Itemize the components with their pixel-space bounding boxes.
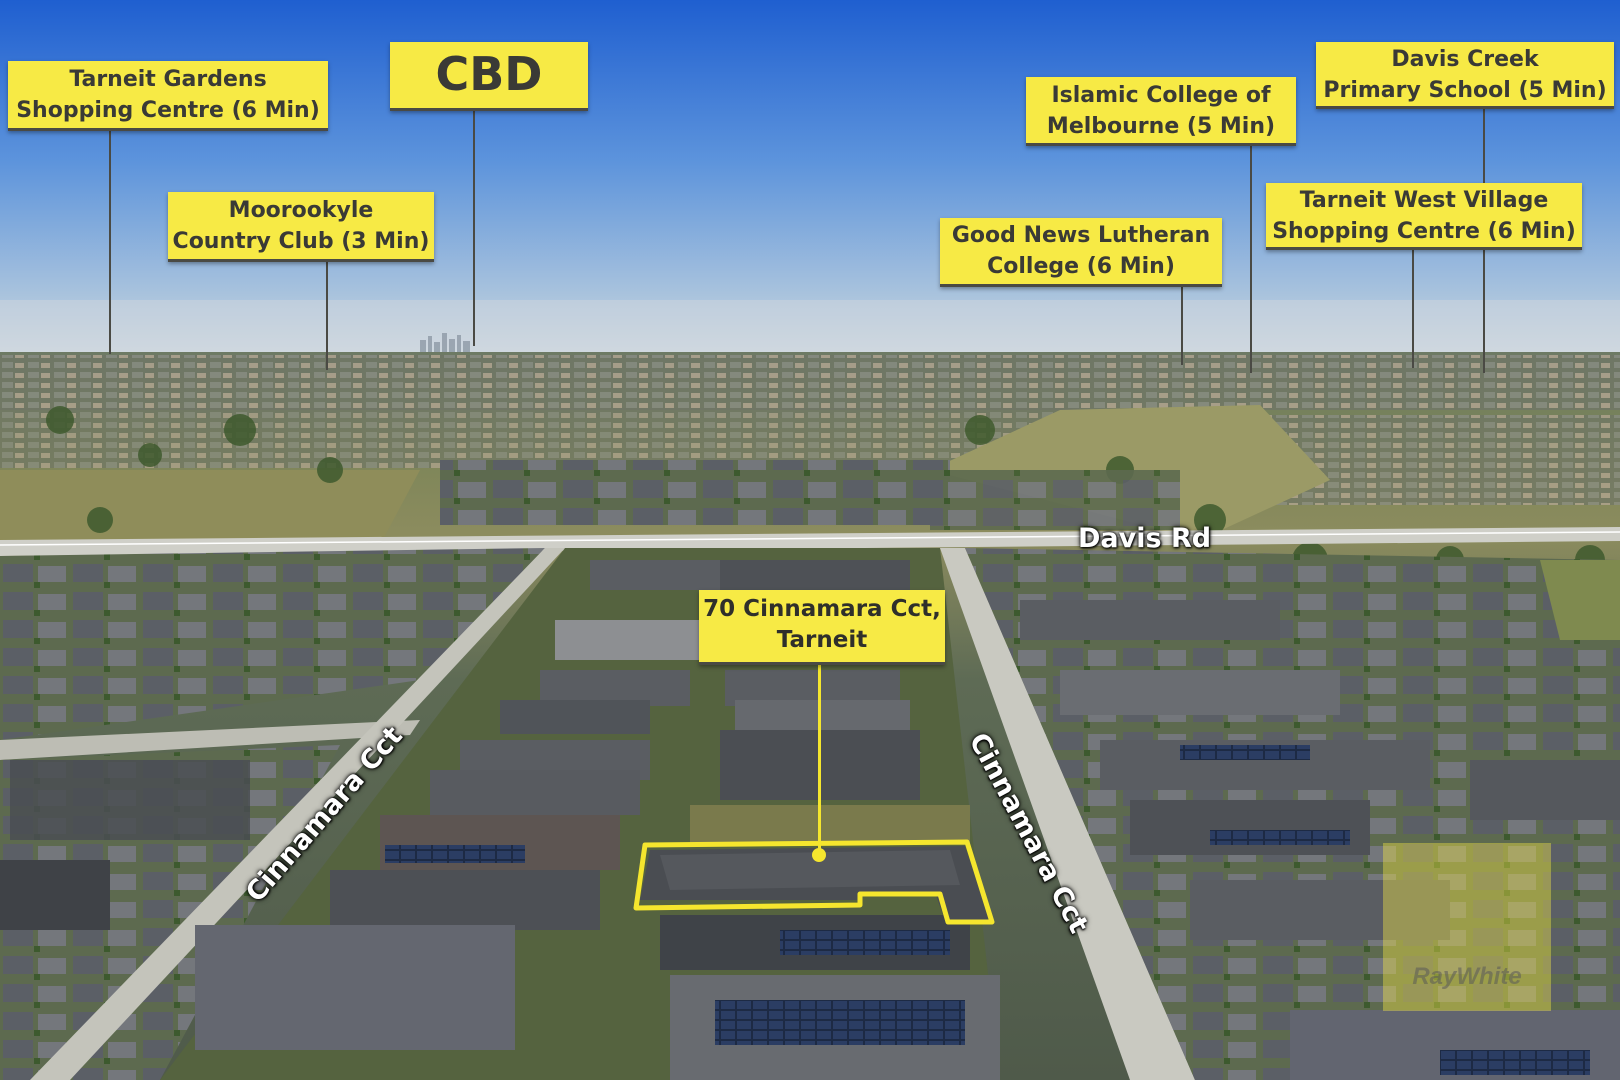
pin-line-good-news bbox=[1181, 285, 1183, 365]
callout-davis-creek-line2: Primary School (5 Min) bbox=[1323, 78, 1607, 103]
property-pin bbox=[812, 848, 826, 862]
raywhite-watermark-text: RayWhite bbox=[1412, 963, 1522, 990]
callout-tarneit-gardens-line2: Shopping Centre (6 Min) bbox=[16, 98, 320, 123]
pin-line-tarneit-west bbox=[1412, 248, 1414, 368]
callout-good-news: Good News Lutheran College (6 Min) bbox=[940, 218, 1222, 287]
callout-property-line2: Tarneit bbox=[776, 627, 868, 653]
callout-tarneit-west: Tarneit West Village Shopping Centre (6 … bbox=[1266, 183, 1582, 250]
pin-line-property bbox=[818, 663, 821, 853]
callout-cbd-label: CBD bbox=[435, 47, 543, 101]
callout-islamic-college-line2: Melbourne (5 Min) bbox=[1046, 114, 1276, 139]
property-boundary bbox=[633, 839, 995, 925]
callout-property-line1: 70 Cinnamara Cct, bbox=[703, 596, 941, 622]
callout-tarneit-west-line2: Shopping Centre (6 Min) bbox=[1272, 219, 1576, 244]
street-label-davis-rd: Davis Rd bbox=[1078, 523, 1212, 554]
callout-tarneit-gardens: Tarneit Gardens Shopping Centre (6 Min) bbox=[8, 61, 328, 131]
pin-line-tarneit-gardens bbox=[109, 128, 111, 354]
callout-good-news-line1: Good News Lutheran bbox=[951, 223, 1211, 248]
callout-cbd: CBD bbox=[390, 42, 588, 111]
pin-line-cbd bbox=[473, 108, 475, 346]
raywhite-watermark: RayWhite bbox=[1383, 843, 1551, 1011]
callout-good-news-line2: College (6 Min) bbox=[987, 254, 1175, 279]
callout-islamic-college: Islamic College of Melbourne (5 Min) bbox=[1026, 77, 1296, 146]
pin-line-islamic-college bbox=[1250, 143, 1252, 373]
callout-property: 70 Cinnamara Cct, Tarneit bbox=[699, 590, 945, 665]
callout-islamic-college-line1: Islamic College of bbox=[1051, 83, 1271, 108]
callout-tarneit-west-line1: Tarneit West Village bbox=[1299, 188, 1549, 213]
pin-line-moorookyle bbox=[326, 260, 328, 370]
callout-davis-creek-line1: Davis Creek bbox=[1391, 47, 1539, 72]
callout-tarneit-gardens-line1: Tarneit Gardens bbox=[69, 67, 267, 92]
callout-moorookyle-line1: Moorookyle bbox=[228, 198, 374, 223]
callout-moorookyle: Moorookyle Country Club (3 Min) bbox=[168, 192, 434, 262]
callout-davis-creek: Davis Creek Primary School (5 Min) bbox=[1316, 42, 1614, 109]
callout-moorookyle-line2: Country Club (3 Min) bbox=[172, 229, 430, 254]
